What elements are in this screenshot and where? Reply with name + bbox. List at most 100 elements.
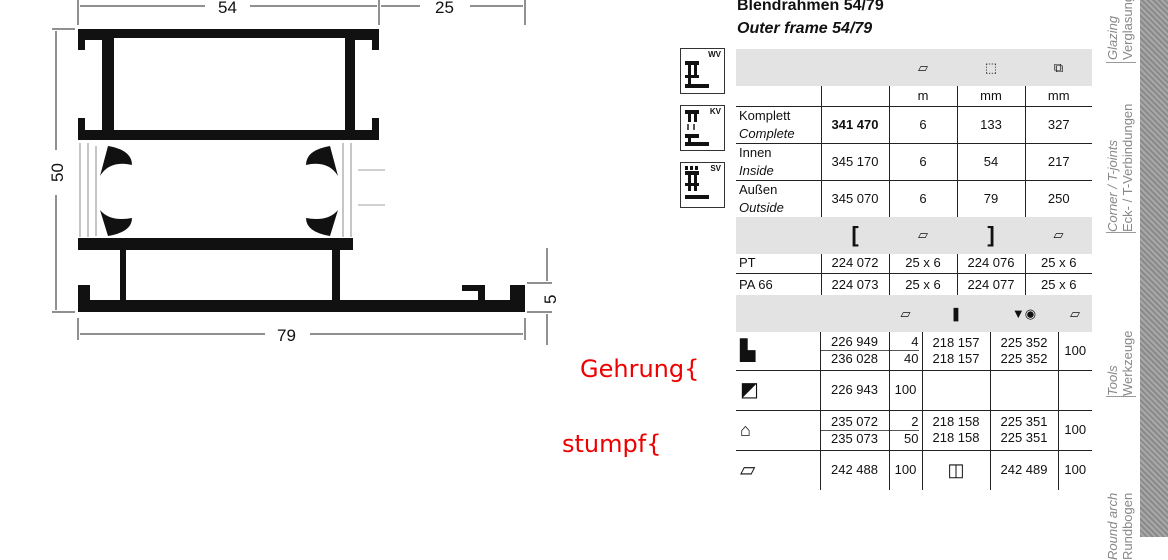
unit-dim2: mm — [1024, 86, 1092, 106]
quantity: 40 — [889, 350, 919, 367]
package-icon: ▱ — [1058, 295, 1092, 332]
package-icon: ▱ — [889, 49, 957, 86]
divider — [1106, 62, 1136, 63]
pack: 25 x 6 — [888, 253, 957, 274]
divider — [1106, 232, 1136, 233]
title-english: Outer frame 54/79 — [737, 20, 873, 37]
pack: 100 — [1057, 449, 1092, 490]
article-number: 226 943 — [819, 369, 889, 410]
divider — [1106, 396, 1136, 397]
dim-54: 54 — [218, 0, 237, 17]
material: PT — [739, 255, 756, 271]
unit-length: m — [888, 86, 957, 106]
strip-right-icon: ] — [957, 216, 1025, 254]
dim-5: 5 — [541, 295, 560, 304]
pack: 100 — [1057, 332, 1092, 370]
article-number: 242 488 — [819, 449, 889, 490]
pack: 25 x 6 — [1024, 273, 1092, 296]
pin-number: 218 158 — [932, 430, 980, 445]
material: PA 66 — [736, 273, 821, 296]
dim-25: 25 — [435, 0, 454, 17]
screw-number: 225 351 — [1000, 414, 1048, 429]
package-icon: ▱ — [1025, 216, 1092, 254]
article-number: 341 470 — [820, 105, 889, 143]
table-row: ▱ 242 488 100 ◫ 242 489 100 — [736, 449, 1092, 490]
article-number: 224 072 — [820, 253, 889, 274]
title-german: Blendrahmen 54/79 — [737, 0, 884, 14]
row-label-en: Inside — [739, 162, 774, 178]
pin-icon: ❚ — [922, 295, 990, 332]
dim1: 133 — [956, 105, 1025, 143]
window-border — [1140, 0, 1168, 537]
profile-frame-icon: ⧉ — [1025, 49, 1092, 86]
butt-connector-icon: ⌂ — [736, 409, 820, 450]
dim-50: 50 — [48, 163, 67, 182]
article-number: 345 170 — [820, 142, 889, 180]
pack: 100 — [1057, 409, 1092, 450]
pin-number: 218 157 — [932, 334, 980, 350]
package-icon: ▱ — [889, 295, 922, 332]
quantity: 4 — [911, 334, 919, 350]
end-piece-icon: ▱ — [736, 449, 820, 490]
joint-label: KV — [709, 107, 721, 116]
quantity: 100 — [888, 449, 922, 490]
package-icon: ▱ — [889, 216, 957, 254]
dim2: 217 — [1024, 142, 1092, 180]
quantity: 2 — [911, 413, 919, 429]
article-number: 345 070 — [820, 179, 889, 217]
dim2: 327 — [1024, 105, 1092, 143]
pin-number: 218 157 — [932, 350, 980, 366]
article-number: 224 076 — [956, 253, 1025, 274]
row-label: Außen — [739, 181, 778, 197]
row-label: Innen — [739, 144, 772, 160]
strip-left-icon: [ — [821, 216, 889, 254]
dim1: 79 — [956, 179, 1025, 217]
corner-angle-icon: ▙ — [740, 339, 756, 362]
quantity: 100 — [888, 369, 922, 410]
dim2: 250 — [1024, 179, 1092, 217]
article-number: 224 073 — [820, 273, 889, 296]
dim-79: 79 — [277, 326, 296, 345]
joint-icon-sv: SV — [680, 162, 725, 208]
article-number: 224 077 — [956, 273, 1025, 296]
profile-width-icon: ⬚ — [957, 49, 1025, 86]
miter-corner-icon: ◩ — [736, 369, 820, 410]
screw-number: 225 352 — [1000, 334, 1048, 350]
joint-icon-wv: WV — [680, 48, 725, 94]
annotation-stumpf: stumpf{ — [562, 430, 662, 458]
pack: 25 x 6 — [1024, 253, 1092, 274]
quantity: 50 — [889, 429, 919, 447]
joint-label: WV — [708, 50, 721, 59]
annotation-gehrung: Gehrung{ — [580, 355, 700, 383]
article-number: 235 072 — [831, 413, 878, 429]
screw-icon: ▼◉ — [990, 295, 1058, 332]
article-number: 235 073 — [820, 429, 889, 447]
pack: 25 x 6 — [888, 273, 957, 296]
double-end-piece-icon: ◫ — [921, 449, 990, 490]
unit-dim1: mm — [956, 86, 1025, 106]
row-label-en: Outside — [739, 199, 784, 215]
joint-label: SV — [710, 164, 721, 173]
table-row: PA 66 224 073 25 x 6 224 077 25 x 6 — [736, 273, 1092, 296]
article-number: 242 489 — [989, 449, 1058, 490]
screw-number: 225 351 — [1000, 430, 1048, 445]
profile-drawing: 54 25 79 50 5 — [48, 0, 560, 345]
dim1: 54 — [956, 142, 1025, 180]
row-label-en: Complete — [739, 125, 795, 141]
table-row: ◩ 226 943 100 — [736, 369, 1092, 410]
article-number: 236 028 — [820, 350, 889, 367]
article-number: 226 949 — [831, 334, 878, 350]
length: 6 — [888, 142, 957, 180]
length: 6 — [888, 105, 957, 143]
joint-icon-kv: KV — [680, 105, 725, 151]
